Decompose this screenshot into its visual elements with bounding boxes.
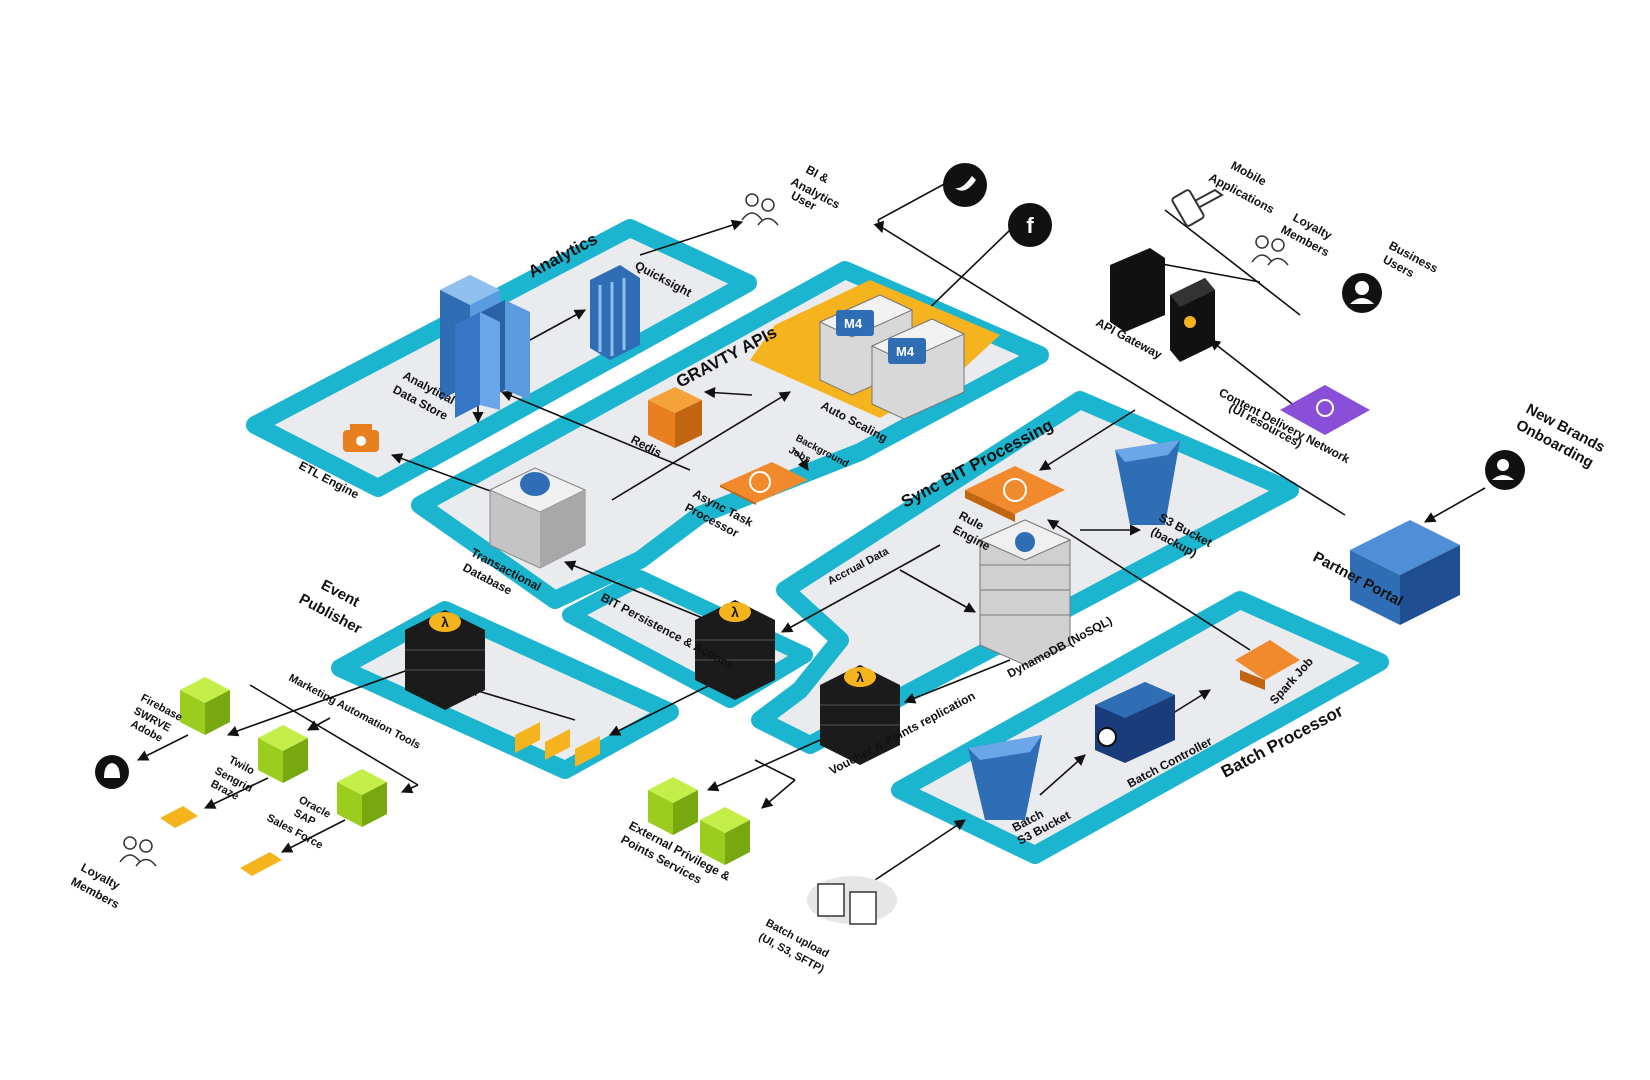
loyalty-members-bottom-icon (119, 836, 157, 867)
batch-s3-bucket-icon (968, 735, 1042, 820)
partner-portal-icon (1350, 520, 1460, 625)
s3-backup-bucket-icon (1115, 440, 1180, 525)
analytical-data-store-icon (440, 275, 530, 418)
loyalty-members-top-icon (1251, 235, 1289, 266)
notification-bell-icon (95, 755, 129, 789)
auto-scaling-group (750, 280, 1000, 420)
connectors (136, 181, 1486, 881)
transactional-database-icon (488, 467, 587, 569)
svg-text:λ: λ (731, 604, 739, 620)
lambda-bit-persistence-icon: λ (695, 600, 775, 700)
email-icon (160, 806, 198, 828)
label-m4-b: M4 (896, 344, 915, 359)
new-brands-onboarding-icon (1485, 450, 1525, 490)
facebook-icon: f (1008, 203, 1052, 247)
batch-upload-icon (807, 876, 897, 925)
dynamodb-icon (978, 519, 1072, 666)
svg-text:f: f (1026, 213, 1034, 238)
rule-engine-icon (965, 466, 1065, 522)
redis-icon (648, 387, 702, 448)
green-cube-external-1 (648, 777, 698, 835)
async-task-processor-icon (720, 462, 808, 505)
batch-controller-icon (1095, 682, 1175, 763)
cdn-icon (1280, 385, 1370, 435)
business-users-icon (1342, 273, 1382, 313)
bi-analytics-user-icon (741, 193, 779, 226)
green-cube-oracle (337, 769, 387, 827)
api-gateway-icon (1110, 248, 1215, 362)
label-m4-a: M4 (844, 316, 863, 331)
lambda-event-publisher-icon: λ (405, 610, 485, 710)
svg-text:λ: λ (441, 614, 449, 630)
green-cube-firebase (180, 677, 230, 735)
twitter-icon (943, 163, 987, 207)
svg-text:λ: λ (856, 669, 864, 685)
lambda-voucher-icon: λ (820, 665, 900, 765)
green-cube-twilio (258, 725, 308, 783)
event-stream-icon (515, 722, 600, 767)
etl-engine-icon (343, 424, 379, 452)
sales-document-icon (240, 852, 282, 876)
green-cube-external-2 (700, 807, 750, 865)
quicksight-icon (590, 265, 640, 360)
spark-job-icon (1235, 640, 1300, 690)
mobile-phone-icon (1171, 188, 1224, 227)
